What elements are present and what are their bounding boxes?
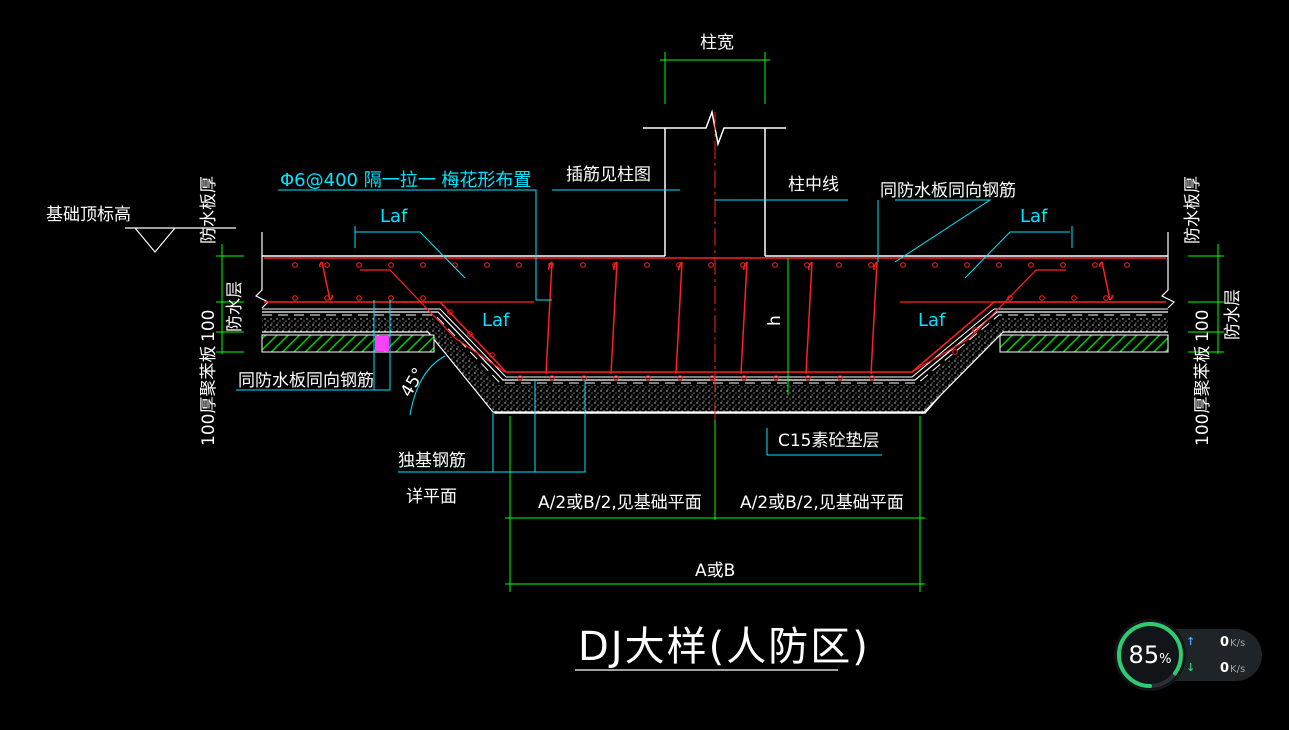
label-dowel-note: 插筋见柱图 [566, 165, 651, 185]
label-slab-thk-right: 防水板厚 [1183, 176, 1203, 244]
elevation-symbol [125, 227, 236, 253]
download-speed: ↓ 0K/s [1186, 661, 1246, 676]
label-angle: 45° [397, 365, 429, 401]
label-tie-note: Φ6@400 隔一拉一 梅花形布置 [280, 170, 531, 191]
label-slab-thk-left: 防水板厚 [199, 176, 219, 244]
label-cushion-left: 100厚聚苯板 [199, 346, 219, 446]
label-laf-1: Laf [380, 206, 408, 227]
label-wp-layer-right: 防水层 [1223, 289, 1243, 340]
label-same-dir-left: 同防水板同向钢筋 [238, 371, 374, 391]
cpu-gauge[interactable]: 85% [1114, 619, 1186, 691]
label-100-left: 100 [199, 310, 219, 342]
protective-layer [262, 318, 1168, 412]
label-c15-pad: C15素砼垫层 [778, 431, 880, 451]
down-arrow-icon: ↓ [1186, 661, 1196, 674]
gauge-percent: 85% [1128, 641, 1172, 669]
label-column-width: 柱宽 [700, 33, 734, 53]
label-full-dim: A或B [695, 561, 735, 581]
label-foundation-top: 基础顶标高 [46, 205, 131, 225]
label-column-center: 柱中线 [788, 175, 839, 195]
network-widget[interactable]: 85% ↑ 0K/s ↓ 0K/s [1114, 619, 1262, 691]
label-half-dim-left: A/2或B/2,见基础平面 [538, 493, 702, 513]
insulation-right [999, 334, 1169, 353]
label-wp-layer-left: 防水层 [225, 281, 245, 332]
insulation-left [261, 334, 435, 353]
label-laf-3: Laf [482, 310, 510, 331]
label-same-dir-top: 同防水板同向钢筋 [880, 181, 1016, 201]
label-see-plan: 详平面 [406, 487, 457, 507]
label-laf-2: Laf [1020, 206, 1048, 227]
label-laf-4: Laf [918, 310, 946, 331]
rebar-dots [292, 262, 1130, 381]
label-independent-rebar: 独基钢筋 [398, 451, 466, 471]
label-cushion-right: 100厚聚苯板 [1193, 346, 1213, 446]
up-arrow-icon: ↑ [1186, 635, 1196, 648]
drawing-title: DJ大样(人防区) [578, 624, 870, 670]
label-half-dim-right: A/2或B/2,见基础平面 [740, 493, 904, 513]
gauge-ring-icon [1117, 622, 1183, 688]
dowel-bars [319, 261, 1113, 375]
label-h: h [765, 315, 785, 326]
upload-speed: ↑ 0K/s [1186, 635, 1246, 650]
magenta-marker [375, 336, 389, 351]
label-100-right: 100 [1193, 310, 1213, 342]
